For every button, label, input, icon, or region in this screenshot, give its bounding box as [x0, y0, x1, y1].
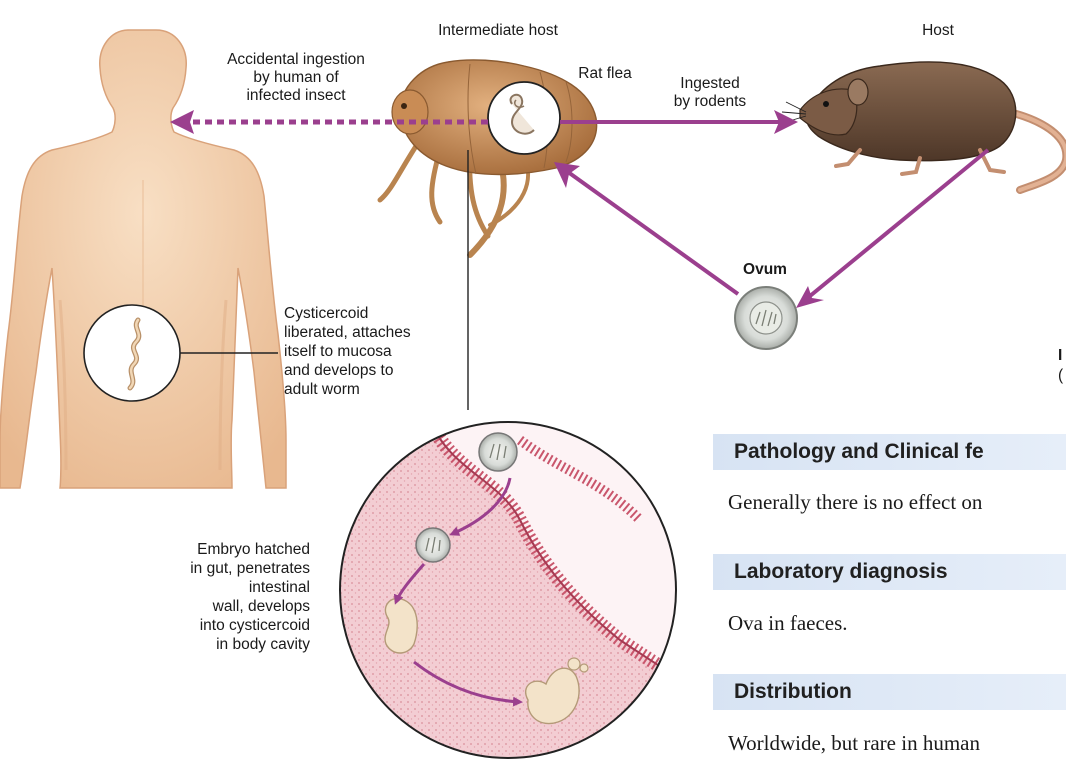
section-heading-distribution: Distribution	[734, 680, 852, 704]
section-heading-laboratory: Laboratory diagnosis	[734, 560, 948, 584]
section-text-pathology: Generally there is no effect on	[728, 490, 982, 515]
section-text-laboratory: Ova in faeces.	[728, 611, 848, 636]
section-text-distribution: Worldwide, but rare in human	[728, 731, 980, 756]
section-heading-pathology: Pathology and Clinical fe	[734, 440, 984, 464]
